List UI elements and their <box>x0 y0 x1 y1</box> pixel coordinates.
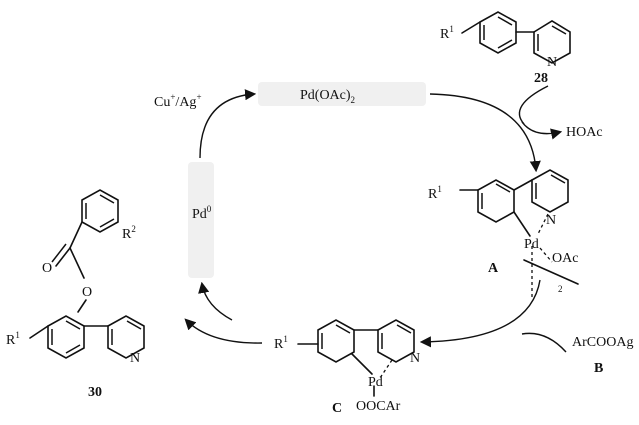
intermediate-a: R1 N Pd OAc 2 A <box>428 169 579 300</box>
product-r2: R2 <box>122 224 136 242</box>
product-n: N <box>130 351 140 366</box>
catalyst-box <box>258 82 426 106</box>
byproduct-label: HOAc <box>566 125 603 140</box>
reagent-b-label: B <box>594 361 603 376</box>
arrow-to-pd0 <box>198 281 233 321</box>
pd0-label: Pd0 <box>192 204 212 222</box>
product-30: R1 R2 O O N 30 <box>6 189 145 400</box>
a-n: N <box>546 213 556 228</box>
product-ester-o: O <box>82 285 92 300</box>
c-n: N <box>410 351 420 366</box>
arrow-a-to-c <box>419 279 541 348</box>
arrow-to-a <box>429 93 541 173</box>
substrate-28: R1 N 28 <box>440 11 571 86</box>
oxidant-label: Cu+/Ag+ <box>154 92 202 110</box>
intermediate-c: R1 N Pd OOCAr C <box>274 319 420 416</box>
arrow-reagent-b-in <box>521 332 567 353</box>
c-ooc: OOCAr <box>356 399 401 414</box>
arrow-substrate-in <box>518 85 549 125</box>
c-pd: Pd <box>368 375 383 390</box>
pd0-box <box>188 162 214 278</box>
product-number: 30 <box>88 385 102 400</box>
product-r1: R1 <box>6 330 20 348</box>
substrate-n: N <box>547 55 557 70</box>
catalyst-label: Pd(OAc)2 <box>300 88 355 105</box>
reagent-b-text: ArCOOAg <box>572 335 633 350</box>
substrate-r1: R1 <box>440 24 454 42</box>
arrow-to-catalyst <box>199 89 257 159</box>
a-dimer-sub: 2 <box>558 284 563 294</box>
a-label: A <box>488 261 499 276</box>
a-r1: R1 <box>428 184 442 202</box>
a-pd: Pd <box>524 237 539 252</box>
substrate-number: 28 <box>534 71 548 86</box>
c-label: C <box>332 401 342 416</box>
arrow-c-to-product <box>184 318 263 344</box>
a-oac: OAc <box>552 251 578 266</box>
c-r1: R1 <box>274 334 288 352</box>
product-carbonyl-o: O <box>42 261 52 276</box>
arrow-hoac-out <box>521 121 563 140</box>
